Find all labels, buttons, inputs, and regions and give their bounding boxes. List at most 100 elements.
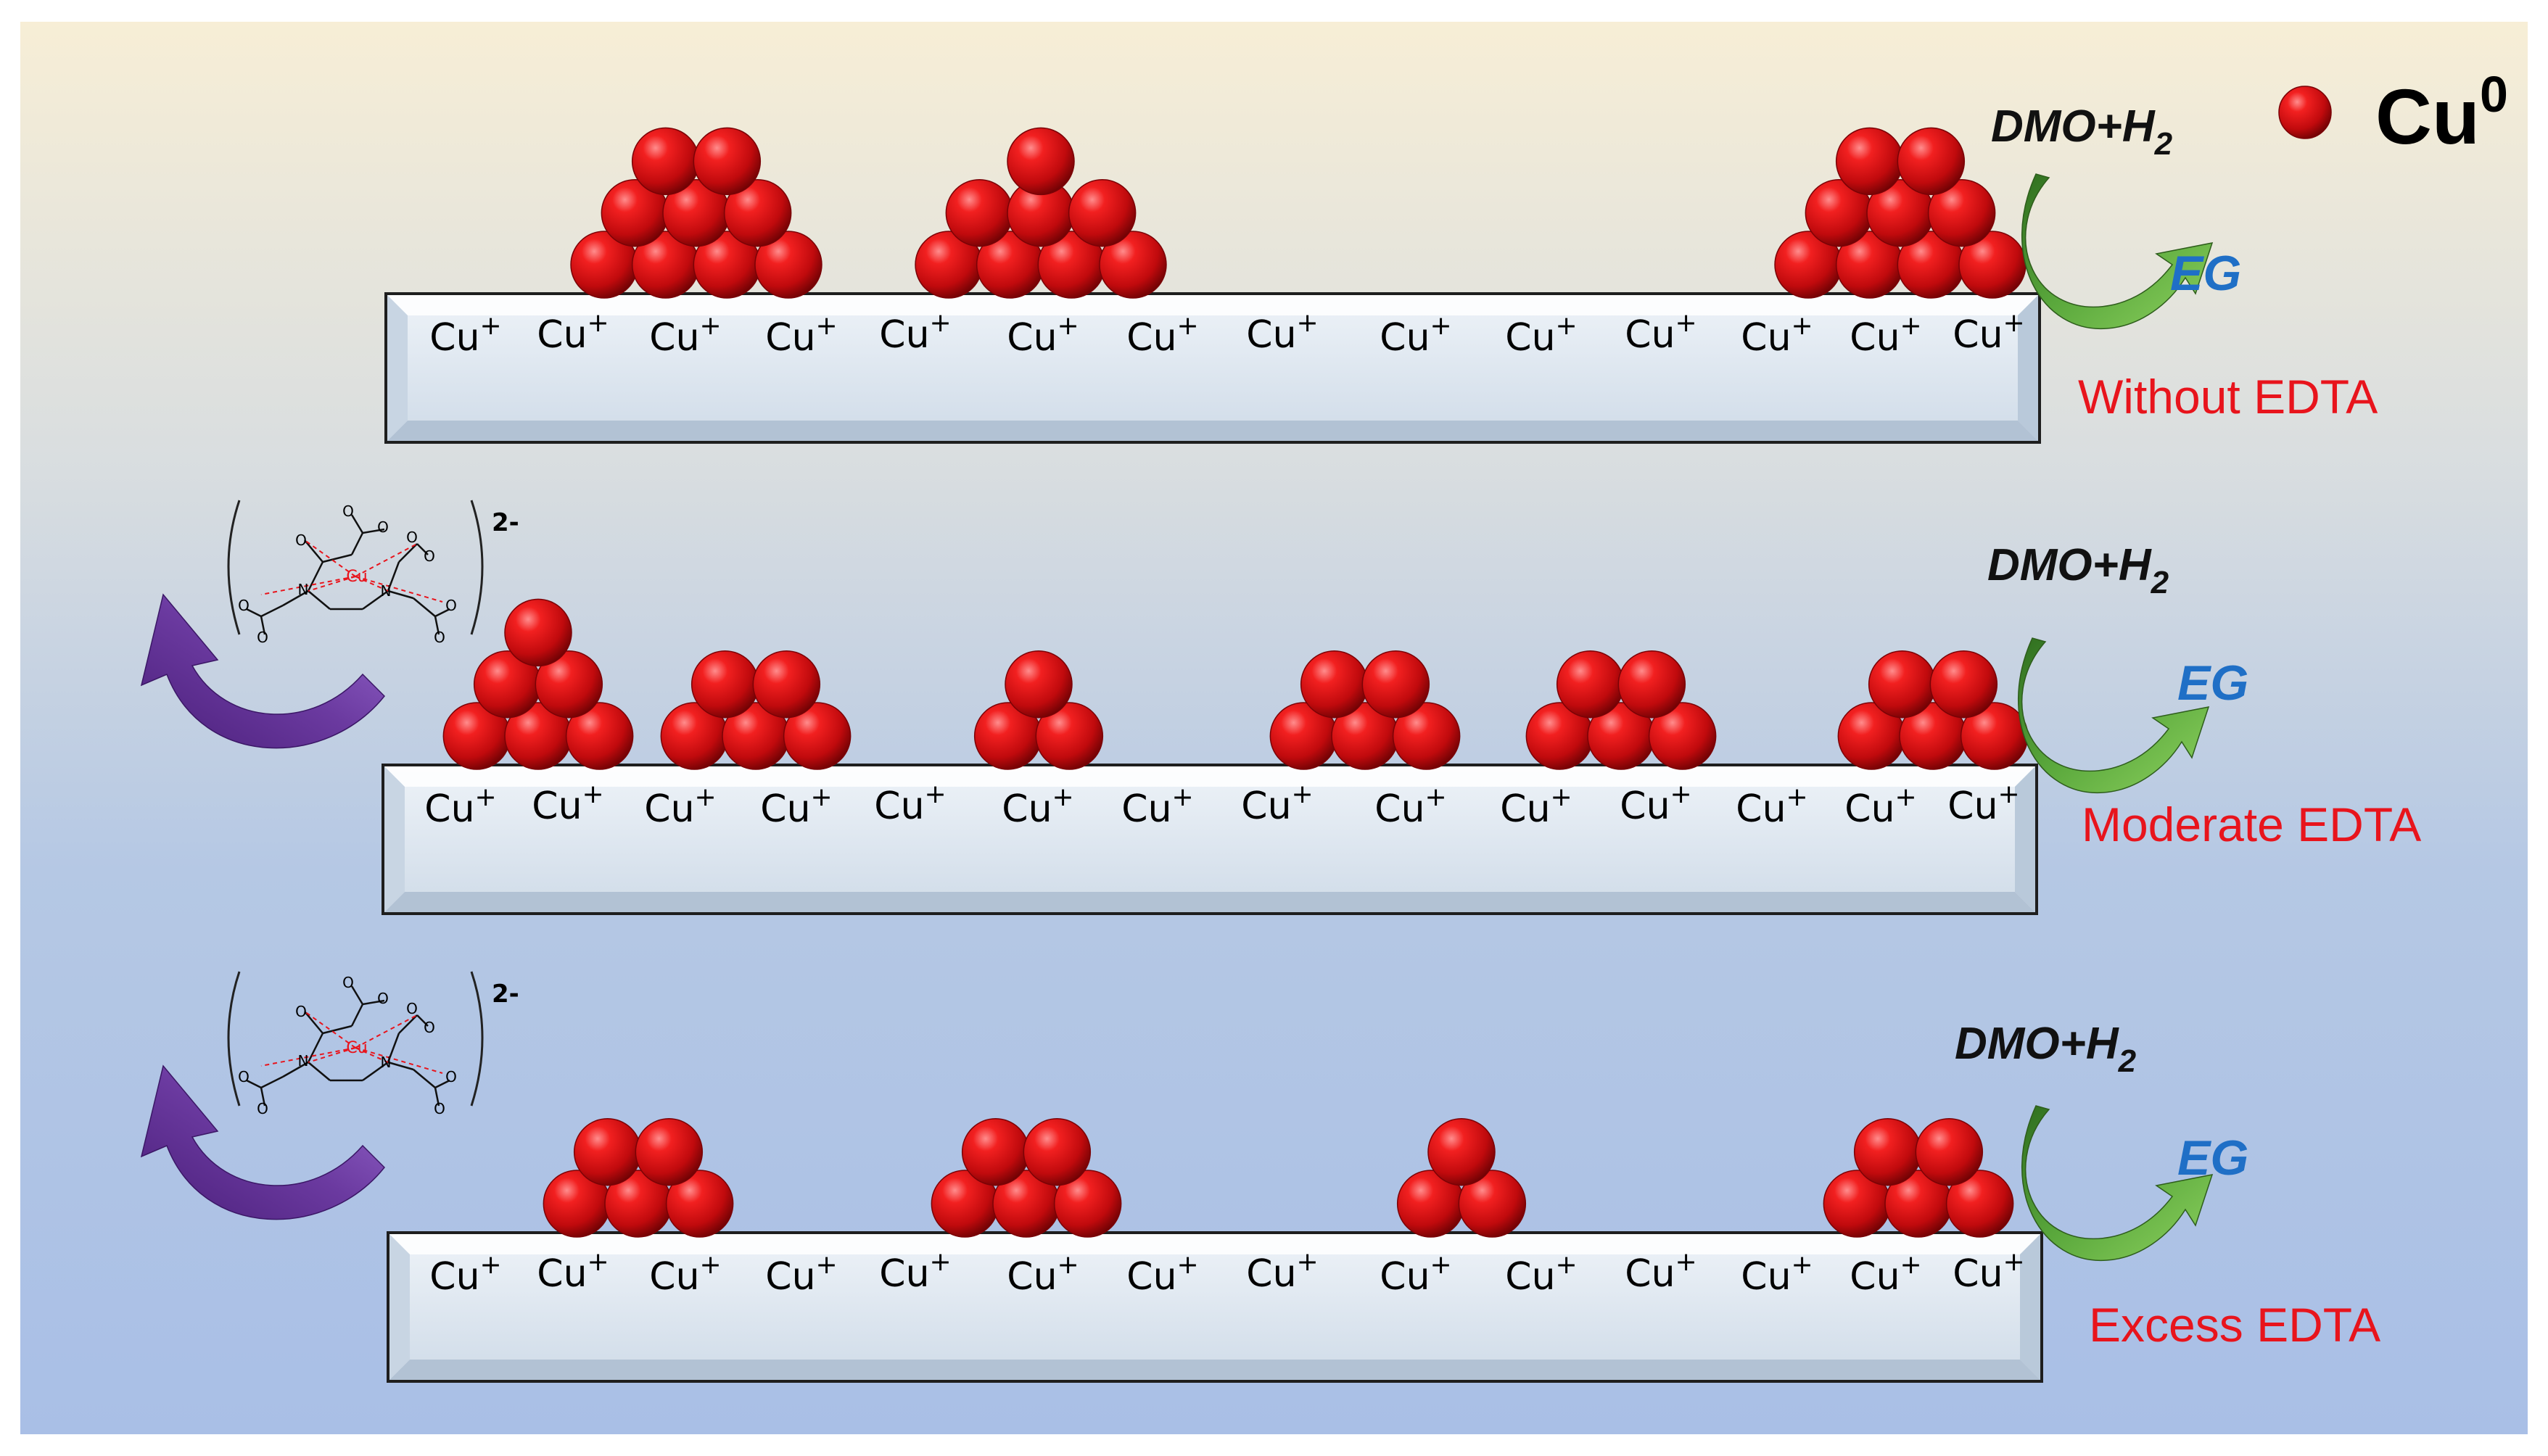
slab-bevel-bottom (386, 421, 2040, 442)
bond (416, 543, 429, 555)
cu0-particle (690, 650, 759, 719)
bond (282, 1061, 309, 1078)
cu0-particle (504, 598, 572, 667)
bond (246, 608, 262, 618)
cu-ion-label: Cu+ (1380, 311, 1451, 360)
cu-ion-label: Cu+ (1380, 1250, 1451, 1299)
bond (307, 1033, 324, 1063)
cu0-particle (754, 231, 822, 299)
green-curved-arrow (2021, 1105, 2214, 1261)
cu-ion-label: Cu+ (1947, 779, 2019, 828)
cu0-particle (1945, 1170, 2014, 1238)
oxygen-atom: O (257, 629, 268, 646)
oxygen-atom: O (377, 990, 389, 1007)
bond (304, 1011, 323, 1034)
reactant-label: DMO+H2 (1991, 102, 2173, 162)
slab-bevel-bottom (388, 1360, 2042, 1381)
cu-ion-label: Cu+ (1850, 1250, 1921, 1299)
cu-ion-label: Cu+ (537, 308, 609, 357)
nitrogen-atom: N (381, 582, 392, 600)
oxygen-atom: O (295, 1003, 307, 1020)
cu0-cluster (543, 1117, 734, 1238)
cu0-particle (665, 1170, 734, 1238)
bond (282, 590, 309, 607)
cu0-cluster (442, 598, 634, 770)
cu0-particle (573, 1117, 642, 1186)
cu-ion-label: Cu+ (537, 1247, 609, 1296)
oxygen-atom: O (342, 502, 354, 520)
cu-ion-label: Cu+ (1953, 308, 2024, 357)
oxygen-atom: O (238, 1068, 250, 1085)
cu0-cluster (1774, 127, 2027, 299)
edta-removal-arrow (140, 1064, 386, 1220)
support-slab-2: Cu+Cu+Cu+Cu+Cu+Cu+Cu+Cu+Cu+Cu+Cu+Cu+Cu+C… (382, 764, 2038, 915)
cu0-particle (723, 178, 792, 247)
legend: Cu0 (2278, 66, 2508, 160)
bond (260, 1075, 284, 1089)
cu0-particle (535, 650, 603, 719)
cu0-particle (1556, 650, 1625, 719)
nitrogen-atom: N (298, 1052, 309, 1070)
cu-ion-label: Cu+ (649, 311, 721, 360)
cu-ion-label: Cu+ (1126, 1250, 1198, 1299)
product-label: EG (2177, 655, 2248, 711)
oxygen-atom: O (445, 597, 457, 614)
cu-ion-label: Cu+ (879, 1247, 951, 1296)
cu0-particle (631, 127, 700, 196)
bond (304, 539, 323, 563)
cu-ion-label: Cu+ (1850, 311, 1921, 360)
complex-bracket-left (227, 971, 241, 1107)
coordination-bond (304, 539, 356, 577)
copper-center: Cu (346, 1039, 367, 1057)
complex-charge: 2- (492, 980, 519, 1009)
slab-body (384, 292, 2041, 444)
cu-ion-label: Cu+ (1741, 311, 1813, 360)
coordination-bond (260, 576, 356, 595)
cu0-particle (1300, 650, 1369, 719)
slab-bevel-left (388, 1233, 410, 1381)
cu0-cluster (660, 650, 852, 770)
cu0-particle (783, 702, 852, 770)
cu0-particle (1361, 650, 1430, 719)
copper-center: Cu (346, 568, 367, 586)
cu0-particle (1099, 231, 1167, 299)
cu0-particle (693, 127, 762, 196)
bond (413, 597, 436, 617)
cu-ion-label: Cu+ (1500, 782, 1572, 831)
cu-ion-label: Cu+ (1121, 782, 1193, 831)
purple-curved-arrow (140, 1064, 386, 1220)
cu0-particle (1392, 702, 1461, 770)
cu0-particle (1868, 650, 1937, 719)
cu-ion-label: Cu+ (765, 311, 837, 360)
purple-curved-arrow (140, 593, 386, 749)
cu0-cluster (1525, 650, 1717, 770)
cu-ion-label: Cu+ (429, 311, 501, 360)
cu-ion-label: Cu+ (1246, 1247, 1318, 1296)
bond (362, 590, 389, 611)
bond (260, 616, 266, 635)
cu0-particle (565, 702, 634, 770)
diagram-content: Cu+ Cu+ Cu+ Cu+ Cu+ Cu+ Cu+ Cu+ Cu+ Cu+ Cu+ Cu+ Cu+ C… (140, 66, 2508, 1383)
product-label: EG (2177, 1130, 2248, 1186)
cu0-particle (1068, 178, 1137, 247)
support-slab-1: Cu+Cu+Cu+Cu+Cu+Cu+Cu+Cu+Cu+Cu+Cu+Cu+Cu+C… (384, 292, 2041, 444)
condition-label: Without EDTA (2078, 370, 2378, 423)
reactant-label: DMO+H2 (1987, 540, 2169, 600)
cu-ion-label: Cu+ (532, 779, 603, 828)
complex-bracket-right (470, 971, 484, 1107)
slab-bevel-right (2020, 1233, 2042, 1381)
cu0-particle (1427, 1117, 1496, 1186)
slab-body (382, 764, 2038, 915)
bond (434, 608, 450, 618)
condition-label: Moderate EDTA (2082, 798, 2421, 851)
bond (350, 1004, 364, 1027)
cu-ion-label: Cu+ (1002, 782, 1073, 831)
cu0-particle (635, 1117, 704, 1186)
bond (398, 1014, 418, 1034)
cu-ion-label: Cu+ (1736, 782, 1807, 831)
oxygen-atom: O (342, 974, 354, 991)
coordination-bond (355, 576, 443, 603)
bond (413, 1069, 436, 1088)
bond (387, 1061, 414, 1071)
